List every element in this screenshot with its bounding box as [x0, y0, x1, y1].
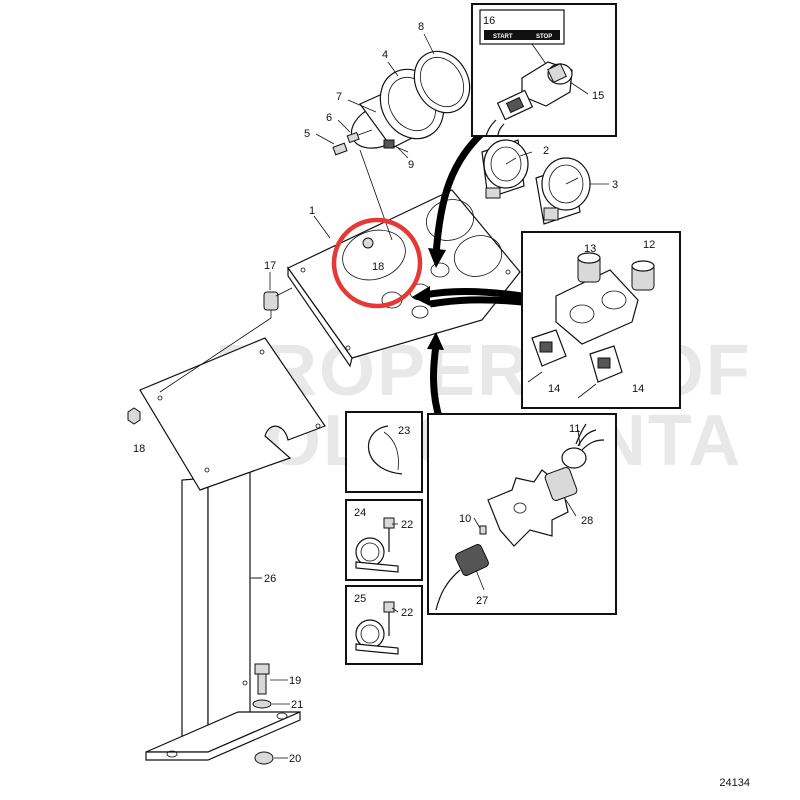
callout-2: 2	[543, 145, 549, 157]
detail-frame-clamp-24	[345, 499, 423, 581]
callout-14b: 14	[632, 383, 644, 395]
stop-label: STOP	[536, 34, 552, 40]
callout-9: 9	[408, 159, 414, 171]
detail-frame-connector	[427, 413, 617, 615]
callout-22b: 22	[401, 607, 413, 619]
callout-22a: 22	[401, 519, 413, 531]
callout-7: 7	[336, 91, 342, 103]
callout-24: 24	[354, 507, 366, 519]
callout-19: 19	[289, 675, 301, 687]
detail-frame-key-switch: START STOP	[471, 3, 617, 137]
pedestal-column	[145, 461, 301, 761]
callout-28: 28	[581, 515, 593, 527]
callout-1: 1	[309, 205, 315, 217]
detail-frame-switches	[521, 231, 681, 409]
callout-26: 26	[264, 573, 276, 585]
highlight-circle	[331, 217, 423, 309]
gauge-3	[535, 157, 591, 225]
callout-20: 20	[289, 753, 301, 765]
mounting-plate	[139, 337, 326, 491]
callout-12: 12	[643, 239, 655, 251]
instrument-panel	[287, 189, 521, 368]
callout-16: 16	[483, 15, 495, 27]
leader-lines	[252, 33, 609, 759]
callout-6: 6	[326, 112, 332, 124]
callout-23: 23	[398, 425, 410, 437]
callout-25: 25	[354, 593, 366, 605]
callout-13: 13	[584, 243, 596, 255]
callout-14a: 14	[548, 383, 560, 395]
callout-21: 21	[291, 699, 303, 711]
callout-3: 3	[612, 179, 618, 191]
nut-bottom-left	[127, 407, 141, 425]
callout-15: 15	[592, 90, 604, 102]
figure-number: 24134	[719, 777, 750, 789]
standoff-bolt	[159, 287, 293, 393]
callout-27: 27	[476, 595, 488, 607]
callout-18b: 18	[133, 443, 145, 455]
detail-frame-cable-tie	[345, 411, 423, 493]
bolt-washer-stack	[252, 663, 274, 765]
callout-5: 5	[304, 128, 310, 140]
tachometer-assembly	[332, 50, 471, 241]
start-label: START	[493, 34, 513, 40]
callout-labels: 1 2 3 4 5 6 7 8 9 10 11 12 13 14 14 15 1…	[133, 15, 655, 765]
callout-10: 10	[459, 513, 471, 525]
callout-11: 11	[569, 423, 580, 435]
callout-8: 8	[418, 21, 424, 33]
callout-4: 4	[382, 49, 388, 61]
callout-18a: 18	[372, 261, 384, 273]
flow-arrows	[412, 125, 523, 422]
callout-17: 17	[264, 260, 276, 272]
gauge-2	[481, 139, 529, 199]
detail-frame-clamp-25	[345, 585, 423, 665]
